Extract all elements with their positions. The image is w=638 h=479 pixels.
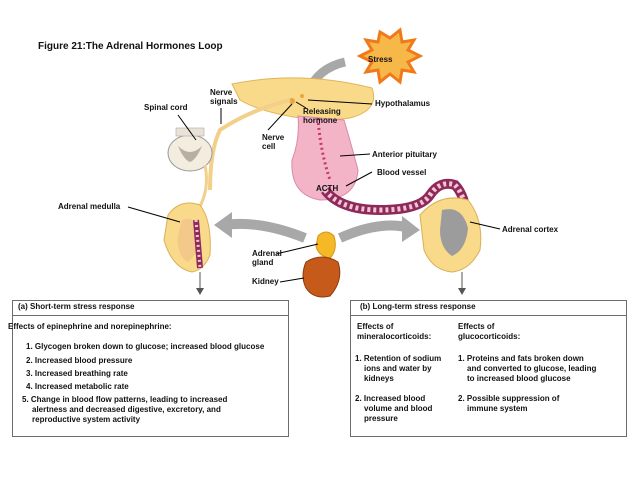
nerve-signals-label-1: Nerve [210,88,233,97]
gluco-item-1-line-1: 1. Proteins and fats broken down [458,354,584,363]
mineral-item-1-line-3: kidneys [364,374,394,383]
spinal-cord [167,127,213,172]
adrenal-medulla-label: Adrenal medulla [58,202,121,211]
short-term-title: (a) Short-term stress response [18,302,135,311]
long-term-panel [350,300,627,437]
short-term-item-5: 5. Change in blood flow patterns, leadin… [22,395,228,404]
long-term-title: (b) Long-term stress response [360,302,476,311]
kidney-label: Kidney [252,277,279,286]
gluco-item-2-line-2: immune system [467,404,528,413]
releasing-hormone-label-2: hormone [303,116,338,125]
hypothalamus-label: Hypothalamus [375,99,431,108]
glucocorticoids-heading-2: glucocorticoids: [458,332,521,341]
stress-burst-icon [356,27,424,85]
short-term-item-3: 3. Increased breathing rate [26,369,128,378]
adrenal-medulla-gland [163,202,211,273]
mineral-item-2-line-2: volume and blood [364,404,433,413]
short-term-heading: Effects of epinephrine and norepinephrin… [8,322,172,331]
long-term-header [350,300,627,316]
short-term-item-4: 4. Increased metabolic rate [26,382,129,391]
short-term-item-1: 1. Glycogen broken down to glucose; incr… [26,342,265,351]
neuron-body [289,98,295,104]
nerve-cell-label-1: Nerve [262,133,285,142]
spinal-cord-label: Spinal cord [144,103,188,112]
adrenal-gland-label-2: gland [252,258,274,267]
mineral-item-1-line-2: ions and water by [364,364,432,373]
glucocorticoids-heading-1: Effects of [458,322,495,331]
anterior-pituitary-label: Anterior pituitary [372,150,437,159]
arrow-to-medulla [224,218,307,243]
short-term-item-5-line-3: reproductive system activity [32,415,141,424]
arrow-to-cortex [337,220,412,243]
gluco-item-1-line-3: to increased blood glucose [467,374,571,383]
kidney-icon [302,231,341,298]
stress-label: Stress [368,55,393,64]
adrenal-cortex-gland [419,197,482,273]
adrenal-cortex-label: Adrenal cortex [502,225,559,234]
nerve-signals-label-2: signals [210,97,238,106]
hypothalamus-tissue [231,77,375,121]
short-term-item-5-line-2: alertness and decreased digestive, excre… [32,405,221,414]
gluco-item-2-line-1: 2. Possible suppression of [458,394,560,403]
gluco-item-1-line-2: and converted to glucose, leading [467,364,597,373]
nerve-fiber [208,98,291,191]
mineralocorticoids-heading-1: Effects of [357,322,394,331]
releasing-hormone-label-1: Releasing [303,107,341,116]
adrenal-gland-label-1: Adrenal [252,249,282,258]
mineral-item-2-line-3: pressure [364,414,398,423]
figure-title: Figure 21:The Adrenal Hormones Loop [38,41,223,52]
short-term-item-2: 2. Increased blood pressure [26,356,133,365]
short-term-header [12,300,289,316]
blood-vessel-label: Blood vessel [377,168,427,177]
acth-label: ACTH [316,184,339,193]
mineral-item-2-line-1: 2. Increased blood [355,394,426,403]
mineral-item-1-line-1: 1. Retention of sodium [355,354,442,363]
mineralocorticoids-heading-2: mineralocorticoids: [357,332,432,341]
nerve-cell-label-2: cell [262,142,276,151]
short-term-panel [12,300,289,437]
